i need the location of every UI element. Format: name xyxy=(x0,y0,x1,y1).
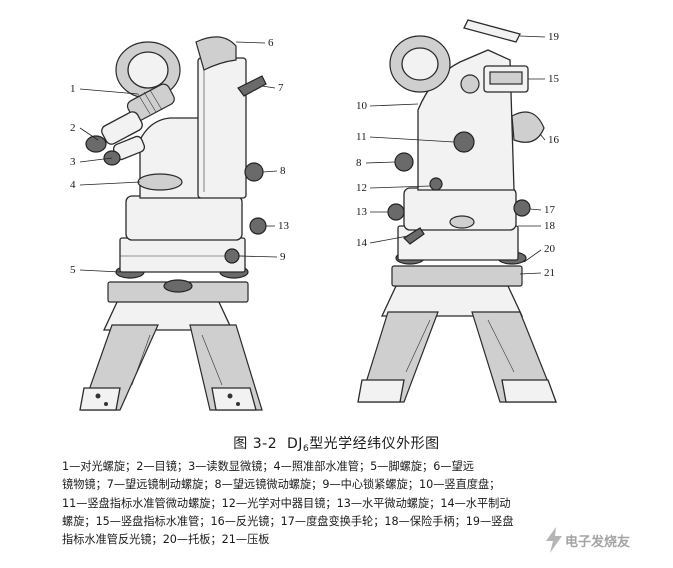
callout-19: 19 xyxy=(519,31,560,43)
legend-line: 1—对光螺旋；2—目镜；3—读数显微镜；4—照准部水准管；5—脚螺旋；6—望远 xyxy=(62,460,474,473)
callout-12: 12 xyxy=(356,182,431,194)
svg-text:9: 9 xyxy=(280,251,286,263)
svg-text:8: 8 xyxy=(280,165,286,177)
callout-14: 14 xyxy=(356,235,409,249)
svg-text:5: 5 xyxy=(70,264,76,276)
legend-line: 螺旋；15—竖盘指标水准管；16—反光镜；17—度盘变换手轮；18—保险手柄；1… xyxy=(62,514,514,528)
right-theodolite-drawing xyxy=(357,19,557,403)
parts-legend: 1—对光螺旋；2—目镜；3—读数显微镜；4—照准部水准管；5—脚螺旋；6—望远 … xyxy=(62,458,622,549)
left-tripod xyxy=(79,299,263,411)
svg-text:4: 4 xyxy=(70,179,76,191)
callout-10: 10 xyxy=(356,100,419,112)
figure-caption: 图 3-2 DJ6型光学经纬仪外形图 xyxy=(0,433,673,454)
right-tripod xyxy=(357,285,557,403)
left-callouts: 1 2 3 4 5 6 7 8 xyxy=(70,37,290,276)
svg-text:18: 18 xyxy=(544,220,556,232)
callout-9: 9 xyxy=(238,251,286,263)
legend-line: 镜物镜；7—望远镜制动螺旋；8—望远镜微动螺旋；9—中心锁紧螺旋；10—竖直度盘… xyxy=(62,478,501,492)
caption-model-subscript: 6 xyxy=(302,444,310,454)
svg-text:20: 20 xyxy=(544,243,556,255)
svg-text:1: 1 xyxy=(70,83,76,95)
legend-line: 指标水准管反光镜；20—托板；21—压板 xyxy=(62,533,270,547)
callout-13-right: 13 xyxy=(356,206,388,218)
callout-21: 21 xyxy=(519,267,555,279)
svg-text:8: 8 xyxy=(356,157,362,169)
svg-text:6: 6 xyxy=(268,37,274,49)
callout-18: 18 xyxy=(518,220,556,232)
svg-text:14: 14 xyxy=(356,237,368,249)
theodolite-figure: 1 2 3 4 5 6 7 8 xyxy=(70,19,560,411)
svg-text:16: 16 xyxy=(548,134,560,146)
callout-3: 3 xyxy=(70,156,113,168)
svg-text:7: 7 xyxy=(278,82,284,94)
legend-line: 11—竖盘指标水准管微动螺旋；12—光学对中器目镜；13—水平微动螺旋；14—水… xyxy=(62,496,511,510)
caption-suffix: 型光学经纬仪外形图 xyxy=(309,436,440,452)
callout-8: 8 xyxy=(262,165,286,177)
right-base xyxy=(387,187,531,287)
watermark: 电子发烧友 xyxy=(543,524,663,558)
svg-text:19: 19 xyxy=(548,31,560,43)
left-theodolite-drawing xyxy=(79,36,267,411)
svg-text:11: 11 xyxy=(356,131,367,143)
callout-4: 4 xyxy=(70,179,141,191)
callout-20: 20 xyxy=(523,243,556,263)
caption-model: DJ xyxy=(287,436,303,452)
left-base xyxy=(107,195,267,303)
svg-text:2: 2 xyxy=(70,122,76,134)
callout-6: 6 xyxy=(235,37,274,49)
svg-text:12: 12 xyxy=(356,182,367,194)
left-alidade xyxy=(137,57,267,199)
callout-17: 17 xyxy=(529,204,556,216)
callout-16: 16 xyxy=(539,133,560,146)
right-alidade xyxy=(389,19,545,191)
watermark-text: 电子发烧友 xyxy=(565,535,631,550)
callout-2: 2 xyxy=(70,122,99,141)
callout-8-right: 8 xyxy=(356,157,396,169)
callout-5: 5 xyxy=(70,264,121,276)
svg-text:13: 13 xyxy=(356,206,368,218)
svg-text:3: 3 xyxy=(70,156,76,168)
callout-7: 7 xyxy=(261,82,284,94)
svg-text:13: 13 xyxy=(278,220,290,232)
left-telescope xyxy=(85,36,237,166)
callout-13: 13 xyxy=(266,220,290,232)
svg-text:15: 15 xyxy=(548,73,560,85)
callout-11: 11 xyxy=(356,131,455,143)
svg-text:21: 21 xyxy=(544,267,555,279)
callout-15: 15 xyxy=(528,73,560,85)
right-callouts: 19 15 10 11 16 8 12 13 xyxy=(356,31,560,279)
svg-text:10: 10 xyxy=(356,100,368,112)
callout-1: 1 xyxy=(70,83,139,95)
caption-prefix: 图 3-2 xyxy=(233,436,278,452)
svg-text:17: 17 xyxy=(544,204,556,216)
lightning-logo-icon xyxy=(546,527,562,553)
